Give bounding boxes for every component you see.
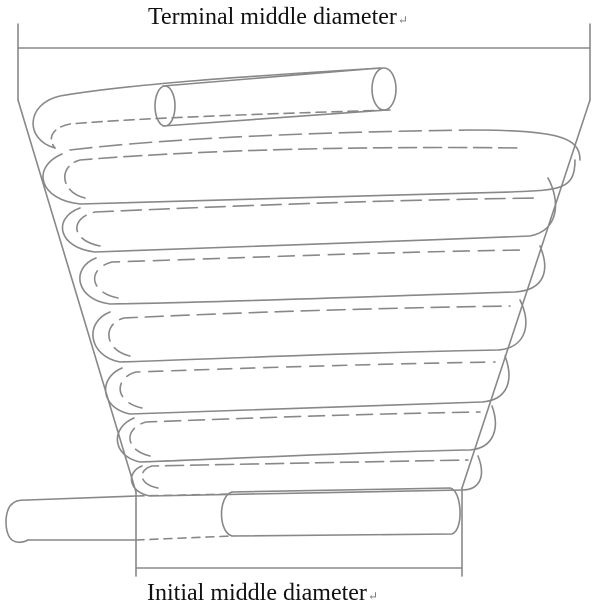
initial-middle-diameter-label: Initial middle diameter↵ [147,581,378,605]
coil-turn-7 [116,405,497,463]
initial-label-text: Initial middle diameter [147,580,367,606]
coil-turn-6 [104,355,510,415]
coil-turn-3 [61,177,557,253]
coil-turn-5 [92,299,527,363]
terminal-label-text: Terminal middle diameter [148,4,397,30]
coil-end-bottom [5,487,461,544]
coil-end-top [154,67,397,127]
initial-diameter-dimension [135,487,463,577]
terminal-diameter-dimension [17,23,591,101]
coil-turn-top [32,67,581,161]
terminal-middle-diameter-label: Terminal middle diameter↵ [148,5,408,29]
coil-turn-4 [79,245,546,305]
return-mark-icon: ↵ [367,589,378,603]
coil-turn-8 [130,455,483,497]
coil-turn-2 [42,146,576,205]
cone-outline [17,99,591,493]
return-mark-icon: ↵ [397,13,408,27]
